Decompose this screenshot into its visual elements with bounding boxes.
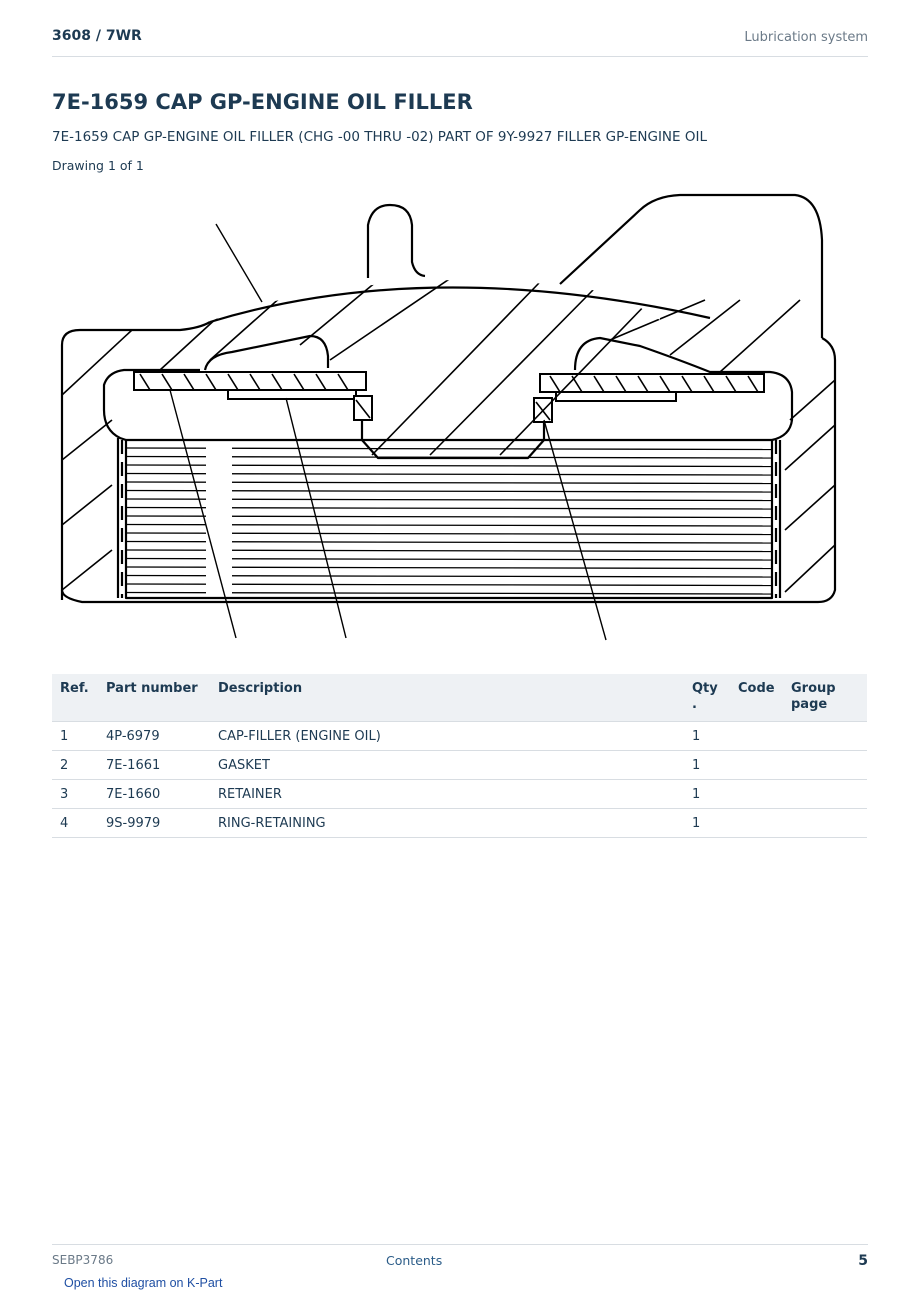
thread-line [126, 523, 772, 527]
thread-line [126, 455, 772, 459]
page-header: 3608 / 7WR Lubrication system [52, 28, 868, 57]
row-group-page [783, 779, 867, 809]
table-row: 1 4P-6979 CAP-FILLER (ENGINE OIL) 1 [52, 721, 867, 751]
col-code: Code [730, 674, 783, 722]
thread-line [126, 498, 772, 502]
thread-line [126, 557, 772, 561]
row-ref: 1 [52, 721, 98, 751]
page-number: 5 [858, 1253, 868, 1269]
thread-line [126, 583, 772, 587]
document-number: SEBP3786 [52, 1253, 114, 1267]
page-title: 7E-1659 CAP GP-ENGINE OIL FILLER [52, 90, 473, 114]
col-qty: Qty . [684, 674, 730, 722]
row-ref: 4 [52, 808, 98, 838]
thread-line [126, 574, 772, 578]
row-part-number[interactable]: 9S-9979 [98, 808, 210, 838]
table-header-row: Ref. Part number Description Qty . Code … [52, 674, 867, 722]
model-serial: 3608 / 7WR [52, 28, 142, 44]
table-row: 4 9S-9979 RING-RETAINING 1 [52, 808, 867, 838]
thread-line [126, 472, 772, 476]
col-group-page: Group page [783, 674, 867, 722]
page-subtitle: 7E-1659 CAP GP-ENGINE OIL FILLER (CHG -0… [52, 129, 707, 145]
row-group-page [783, 808, 867, 838]
col-part-number: Part number [98, 674, 210, 722]
section-name: Lubrication system [744, 30, 868, 45]
row-code [730, 808, 783, 838]
row-description: CAP-FILLER (ENGINE OIL) [210, 721, 684, 751]
thread-line [126, 489, 772, 493]
drawing-number: Drawing 1 of 1 [52, 158, 144, 173]
thread-line [126, 481, 772, 485]
row-description: GASKET [210, 750, 684, 780]
row-code [730, 750, 783, 780]
row-part-number[interactable]: 7E-1661 [98, 750, 210, 780]
row-qty: 1 [684, 721, 730, 751]
thread-line [126, 532, 772, 536]
col-ref: Ref. [52, 674, 98, 722]
thread-line [126, 515, 772, 519]
parts-diagram [60, 193, 837, 641]
thread-line [126, 549, 772, 553]
row-ref: 2 [52, 750, 98, 780]
row-qty: 1 [684, 750, 730, 780]
row-group-page [783, 721, 867, 751]
row-description: RETAINER [210, 779, 684, 809]
row-description: RING-RETAINING [210, 808, 684, 838]
thread-line [126, 506, 772, 510]
contents-link[interactable]: Contents [386, 1253, 443, 1268]
parts-table: Ref. Part number Description Qty . Code … [52, 674, 867, 838]
row-group-page [783, 750, 867, 780]
table-row: 3 7E-1660 RETAINER 1 [52, 779, 867, 809]
row-ref: 3 [52, 779, 98, 809]
row-code [730, 779, 783, 809]
row-part-number[interactable]: 4P-6979 [98, 721, 210, 751]
table-row: 2 7E-1661 GASKET 1 [52, 750, 867, 780]
row-part-number[interactable]: 7E-1660 [98, 779, 210, 809]
row-qty: 1 [684, 779, 730, 809]
thread-line [126, 566, 772, 570]
open-kpart-link[interactable]: Open this diagram on K-Part [64, 1276, 223, 1290]
col-description: Description [210, 674, 684, 722]
thread-line [126, 591, 772, 595]
thread-line [126, 464, 772, 468]
row-qty: 1 [684, 808, 730, 838]
thread-line [126, 540, 772, 544]
page-footer: SEBP3786 Contents 5 [52, 1244, 868, 1269]
thread-line [126, 447, 772, 451]
row-code [730, 721, 783, 751]
